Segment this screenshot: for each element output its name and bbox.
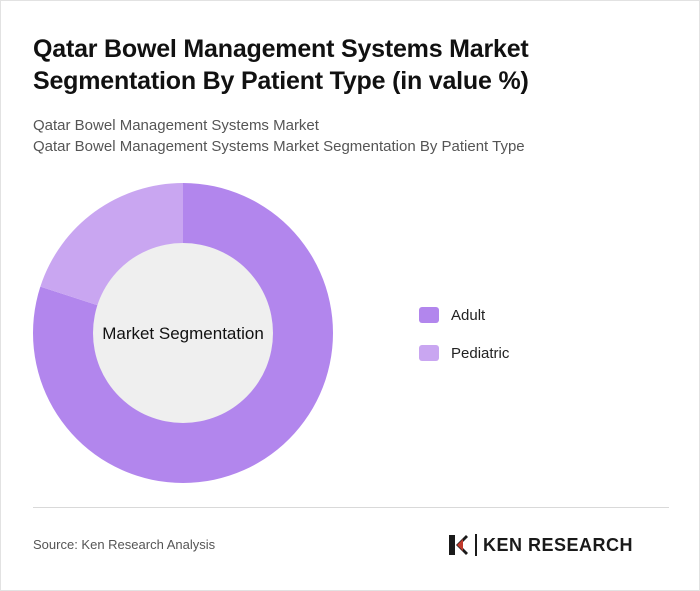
logo-separator	[475, 534, 477, 556]
ken-research-logo: KEN RESEARCH	[447, 532, 633, 558]
source-text: Source: Ken Research Analysis	[33, 537, 216, 552]
legend-item-adult: Adult	[419, 305, 509, 325]
legend-swatch-pediatric	[419, 345, 439, 361]
ken-logo-icon	[449, 535, 468, 555]
legend-item-pediatric: Pediatric	[419, 343, 509, 363]
legend-label-adult: Adult	[451, 306, 486, 324]
donut-chart: Market Segmentation	[32, 183, 333, 483]
chart-subtitle: Qatar Bowel Management Systems Market Qa…	[33, 115, 673, 157]
logo-text: KEN RESEARCH	[483, 534, 634, 555]
chart-legend: Adult Pediatric	[419, 305, 509, 381]
subtitle-line-2: Qatar Bowel Management Systems Market Se…	[33, 138, 525, 155]
center-label: Market Segmentation	[102, 324, 264, 343]
legend-label-pediatric: Pediatric	[451, 344, 510, 362]
footer-divider	[33, 507, 669, 508]
subtitle-line-1: Qatar Bowel Management Systems Market	[33, 117, 319, 134]
donut-hole	[93, 243, 273, 423]
chart-title: Qatar Bowel Management Systems Market Se…	[33, 35, 529, 95]
legend-swatch-adult	[419, 307, 439, 323]
